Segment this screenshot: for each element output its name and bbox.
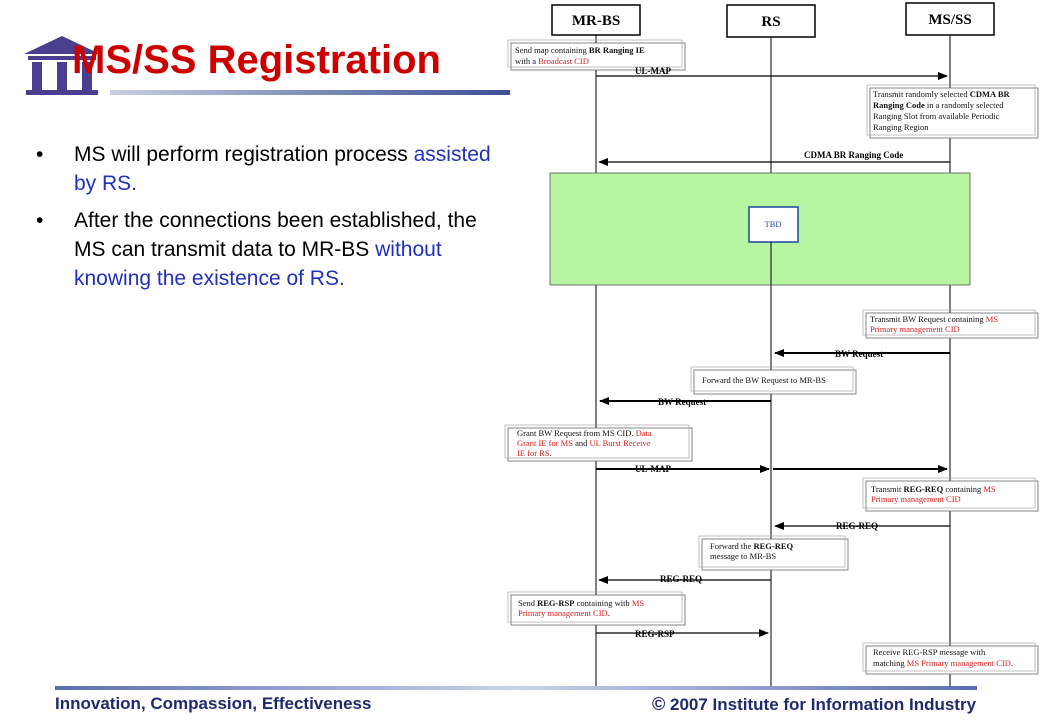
tbd-box (748, 206, 799, 243)
entity-rs-label: RS (761, 14, 780, 30)
note-text: IE for RS. (517, 448, 552, 458)
footer-divider (55, 686, 977, 690)
note-text: Ranging Slot from available Periodic (873, 111, 1000, 121)
note-text: Primary management CID (871, 494, 961, 504)
note-text: Ranging Code in a randomly selected (873, 100, 1004, 110)
note-text: Forward the BW Request to MR-BS (702, 375, 826, 385)
note-box (865, 312, 1039, 339)
bullet-list: • MS will perform registration process as… (36, 140, 506, 301)
note-box (510, 594, 686, 626)
bullet-text: After the connections been established, … (74, 209, 477, 261)
note-text: Send REG-RSP containing with MS (518, 598, 644, 608)
message-label: UL-MAP (635, 66, 671, 76)
note-text: message to MR-BS (710, 551, 776, 561)
note-text: Ranging Region (873, 122, 929, 132)
note-box (510, 42, 686, 71)
note-box (693, 369, 857, 395)
note-text: with a Broadcast CID (515, 56, 589, 66)
bullet-icon: • (36, 143, 44, 166)
sequence-diagram: MR-BS RS MS/SS Send map containing BR Ra… (504, 2, 1039, 690)
bullet-highlight: without knowing the existence of RS. (74, 238, 442, 290)
note-box (701, 538, 849, 571)
page-title: MS/SS Registration (72, 38, 441, 82)
bullet-text: MS will perform registration process (74, 143, 414, 166)
message-label: BW Request (658, 397, 706, 407)
copyright-icon: © (652, 694, 666, 714)
entity-ms-ss-box (905, 2, 995, 36)
note-box (507, 427, 693, 462)
iii-logo-icon (24, 36, 100, 95)
note-text: Receive REG-RSP message with (873, 647, 986, 657)
bullet-highlight: assisted by RS. (74, 143, 491, 195)
note-text: Transmit BW Request containing MS (870, 314, 998, 324)
note-box (869, 87, 1039, 139)
footer (0, 688, 1040, 720)
note-text: Grant IE for MS and UL Burst Receive (517, 438, 651, 448)
message-label: UL-MAP (635, 464, 671, 474)
message-label: REG-REQ (660, 574, 702, 584)
note-text: Transmit randomly selected CDMA BR (873, 89, 1010, 99)
title-underline (110, 90, 510, 95)
footer-slogan: Innovation, Compassion, Effectiveness (55, 694, 372, 713)
footer-organization: 2007 Institute for Information Industry (670, 695, 977, 714)
note-text: Transmit REG-REQ containing MS (871, 484, 996, 494)
entity-mr-bs-box (551, 4, 641, 36)
note-text: Primary management CID (870, 324, 960, 334)
note-text: Send map containing BR Ranging IE (515, 45, 645, 55)
note-text: matching MS Primary management CID. (873, 658, 1013, 668)
message-label: BW Request (835, 349, 883, 359)
note-box (865, 480, 1039, 512)
footer-copyright: © 2007 Institute for Information Industr… (652, 694, 976, 715)
message-label: CDMA BR Ranging Code (804, 150, 903, 160)
message-label: REG-REQ (836, 521, 878, 531)
bullet-icon: • (36, 209, 44, 232)
note-text: Primary management CID. (518, 608, 610, 618)
tbd-label: TBD (765, 219, 782, 229)
entity-ms-ss-label: MS/SS (928, 12, 971, 28)
note-box (865, 645, 1039, 675)
note-text: Grant BW Request from MS CID. Data (517, 428, 652, 438)
bullet-item: • MS will perform registration process as… (36, 140, 506, 198)
bullet-item: • After the connections been established,… (36, 206, 506, 293)
message-label: REG-RSP (635, 629, 675, 639)
note-text: Forward the REG-REQ (710, 541, 793, 551)
entity-mr-bs-label: MR-BS (572, 13, 620, 29)
